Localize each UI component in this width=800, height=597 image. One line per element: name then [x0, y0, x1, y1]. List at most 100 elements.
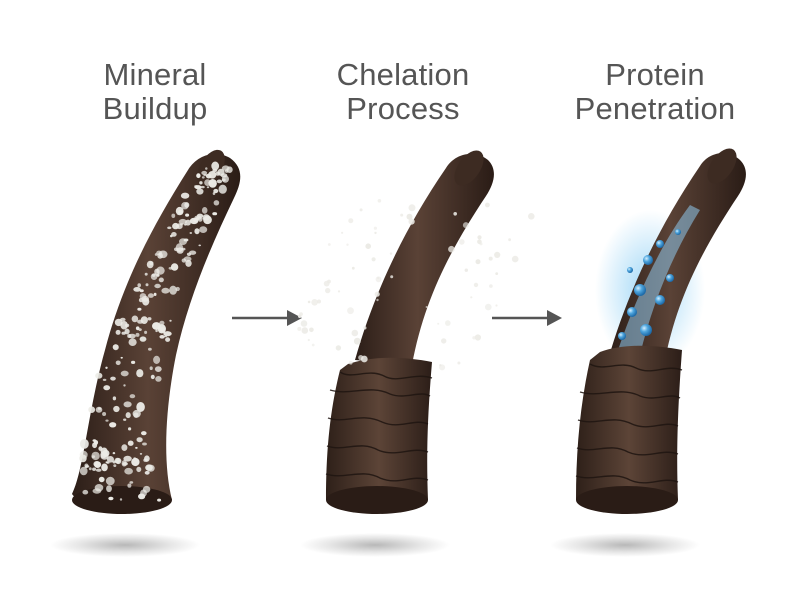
- mineral-particle: [82, 489, 89, 495]
- mineral-particle: [128, 427, 132, 431]
- mineral-particle: [138, 297, 144, 303]
- mineral-particle: [95, 406, 103, 413]
- mineral-particle: [133, 287, 141, 292]
- mineral-particle: [102, 412, 107, 416]
- mineral-particle: [137, 307, 142, 311]
- mineral-particle: [146, 260, 154, 269]
- mineral-particle: [341, 231, 344, 234]
- mineral-particle: [198, 244, 201, 247]
- mineral-particle: [358, 355, 364, 361]
- mineral-particle: [368, 246, 371, 249]
- mineral-particle: [136, 466, 142, 473]
- stage-title-line2: Penetration: [574, 91, 736, 126]
- mineral-particle: [150, 374, 155, 380]
- mineral-particle: [511, 255, 519, 263]
- protein-droplet: [656, 240, 664, 248]
- mineral-particle: [149, 366, 153, 371]
- mineral-particle: [374, 291, 380, 297]
- mineral-particle: [186, 252, 192, 256]
- mineral-particle: [165, 337, 171, 342]
- mineral-particle: [307, 338, 310, 342]
- protein-droplet: [655, 295, 665, 305]
- mineral-particle: [115, 360, 121, 366]
- mineral-particle: [113, 405, 120, 413]
- mineral-particle: [147, 317, 152, 321]
- mineral-particle: [311, 343, 315, 347]
- mineral-particle: [425, 306, 428, 308]
- mineral-particle: [135, 332, 140, 337]
- mineral-particle: [201, 207, 208, 214]
- mineral-particle: [155, 329, 158, 333]
- mineral-particle: [353, 337, 361, 345]
- mineral-particle: [301, 327, 309, 334]
- mineral-particle: [185, 259, 192, 267]
- mineral-particle: [167, 226, 172, 230]
- mineral-particle: [170, 234, 173, 238]
- mineral-particle: [105, 419, 109, 422]
- mineral-particle: [144, 470, 150, 475]
- mineral-particle: [139, 336, 147, 342]
- mineral-particle: [317, 299, 321, 304]
- mineral-particle: [163, 331, 172, 337]
- mineral-particle: [351, 329, 359, 337]
- hair-strand-protein-icon: [575, 148, 746, 514]
- mineral-particle: [144, 272, 148, 276]
- protein-droplet: [618, 332, 626, 340]
- mineral-particle: [150, 273, 158, 280]
- mineral-particle: [98, 476, 105, 483]
- mineral-particle: [136, 402, 145, 412]
- mineral-particle: [193, 218, 198, 223]
- mineral-particle: [194, 228, 200, 235]
- mineral-particle: [142, 297, 150, 306]
- protein-droplet: [666, 274, 674, 282]
- mineral-particle: [120, 320, 128, 330]
- mineral-particle: [95, 372, 103, 379]
- stage-title-protein-penetration: Protein Penetration: [535, 58, 775, 126]
- mineral-particle: [408, 218, 415, 225]
- mineral-particle: [477, 235, 482, 240]
- mineral-particle: [123, 418, 127, 421]
- mineral-particle: [178, 218, 187, 225]
- stage-title-line2: Buildup: [102, 91, 208, 126]
- mineral-particle: [112, 344, 119, 350]
- mineral-particle: [325, 287, 331, 294]
- mineral-particle: [347, 307, 354, 315]
- mineral-particle: [135, 326, 140, 331]
- mineral-particle: [327, 243, 331, 246]
- mineral-particle: [389, 252, 393, 255]
- stage-title-line2: Process: [346, 91, 460, 126]
- mineral-particle: [297, 326, 302, 331]
- mineral-particle: [158, 277, 164, 283]
- mineral-particle: [311, 299, 318, 306]
- protein-droplet: [627, 307, 637, 317]
- mineral-particle: [136, 369, 144, 378]
- mineral-particle: [129, 394, 136, 399]
- mineral-particle: [445, 320, 451, 326]
- mineral-particle: [307, 300, 311, 304]
- mineral-particle: [475, 259, 481, 265]
- mineral-particle: [153, 355, 161, 364]
- mineral-particle: [390, 275, 394, 279]
- stage-title-line1: Chelation: [336, 57, 470, 92]
- mineral-particle: [508, 238, 511, 242]
- mineral-particle: [309, 327, 314, 333]
- stage-title-line1: Protein: [605, 57, 705, 92]
- mineral-particle: [94, 484, 104, 492]
- mineral-particle: [159, 335, 165, 339]
- mineral-particle: [148, 347, 152, 351]
- mineral-particle: [196, 173, 201, 179]
- hair-strand-chelation-icon: [297, 150, 535, 514]
- mineral-particle: [462, 222, 469, 229]
- mineral-particle: [216, 179, 223, 184]
- mineral-particle: [128, 333, 136, 339]
- mineral-particle: [220, 173, 228, 178]
- mineral-particle: [194, 185, 202, 190]
- mineral-particle: [439, 364, 446, 371]
- mineral-particle: [145, 283, 149, 287]
- mineral-particle: [181, 258, 187, 263]
- mineral-particle: [448, 245, 455, 253]
- mineral-particle: [348, 218, 354, 224]
- mineral-particle: [189, 232, 193, 234]
- mineral-particle: [80, 439, 89, 449]
